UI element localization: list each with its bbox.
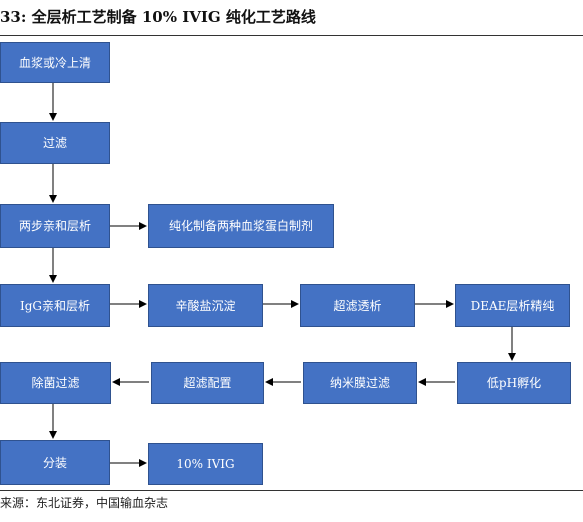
step-filtration: 过滤 xyxy=(0,122,110,164)
bottom-divider xyxy=(0,490,583,491)
top-divider xyxy=(0,35,583,36)
step-two-plasma-proteins: 纯化制备两种血浆蛋白制剂 xyxy=(148,204,334,248)
step-ultrafiltration-dialysis: 超滤透析 xyxy=(300,284,415,327)
step-nanofiltration: 纳米膜过滤 xyxy=(303,362,417,404)
step-two-step-affinity: 两步亲和层析 xyxy=(0,204,110,248)
step-igg-affinity: IgG亲和层析 xyxy=(0,284,110,327)
step-low-ph-incubation: 低pH孵化 xyxy=(457,362,571,404)
step-deae-polishing: DEAE层析精纯 xyxy=(455,284,570,327)
step-caprylate-precipitation: 辛酸盐沉淀 xyxy=(148,284,263,327)
source-note: 来源：东北证券，中国输血杂志 xyxy=(0,496,169,510)
step-ultrafiltration-formulation: 超滤配置 xyxy=(151,362,264,404)
step-final-product: 10% IVIG xyxy=(148,443,263,485)
step-sterile-filtration: 除菌过滤 xyxy=(0,362,111,404)
step-filling: 分装 xyxy=(0,440,110,485)
step-plasma: 血浆或冷上清 xyxy=(0,42,110,83)
figure-title: 33: 全层析工艺制备 10% IVIG 纯化工艺路线 xyxy=(0,8,316,26)
